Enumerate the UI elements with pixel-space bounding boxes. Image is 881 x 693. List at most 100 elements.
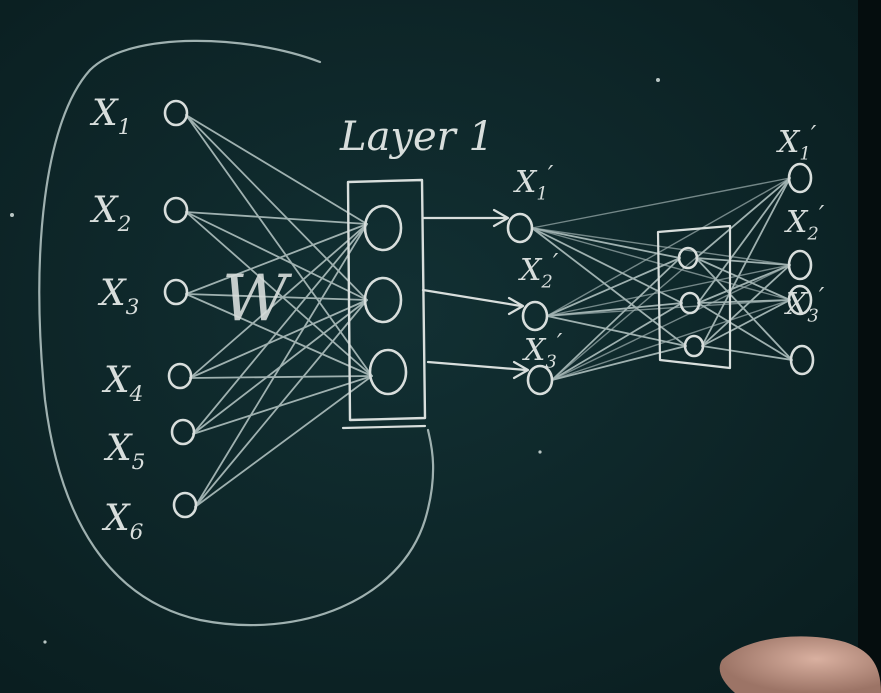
label-letter: X <box>784 287 809 322</box>
hidden2-node <box>679 291 701 315</box>
label-subscript: 6 <box>130 520 144 545</box>
connection-line <box>194 299 368 508</box>
connection-line <box>697 264 791 304</box>
output-node <box>789 344 815 376</box>
input-node <box>172 491 198 519</box>
chalk-speck <box>10 213 14 217</box>
connection-line <box>531 227 791 301</box>
connection-line <box>701 345 793 361</box>
connection-line <box>185 114 368 225</box>
connection-line <box>697 299 791 304</box>
layer1-box <box>346 178 427 422</box>
output-label: X2′ <box>784 201 825 245</box>
label-subscript: 3 <box>807 306 818 327</box>
label-subscript: 2 <box>117 212 132 237</box>
connection-line <box>695 257 793 361</box>
label-prime: ′ <box>548 161 554 189</box>
label-letter: X <box>518 253 543 288</box>
label-letter: X <box>101 498 131 539</box>
chalk-speck <box>43 640 47 644</box>
arrow-line <box>426 360 528 372</box>
connection-line <box>189 223 368 379</box>
connection-line <box>185 211 368 301</box>
label-letter: X <box>513 165 538 200</box>
connection-line <box>194 375 373 508</box>
connection-line <box>185 293 373 377</box>
connection-line <box>192 223 368 435</box>
label-subscript: 3 <box>545 352 556 373</box>
connection-line <box>546 177 791 317</box>
input-node <box>163 278 189 306</box>
label-letter: X <box>89 93 119 134</box>
input-label: X6 <box>101 498 144 545</box>
connection-line <box>701 264 791 347</box>
output-label: X3′ <box>784 283 825 327</box>
intermediate-node <box>506 212 534 244</box>
hidden2-node <box>683 334 705 358</box>
layer1-box-underline <box>341 424 427 430</box>
connection-line <box>551 345 687 381</box>
enclosing-loop <box>38 39 435 627</box>
intermediate-label: X2′ <box>518 249 559 293</box>
label-subscript: 1 <box>118 115 132 140</box>
label-subscript: 2 <box>540 272 552 293</box>
chalk-speck <box>538 450 542 454</box>
label-letter: X <box>103 428 133 469</box>
connection-line <box>551 299 791 381</box>
hidden-node <box>363 276 403 324</box>
input-label: X5 <box>103 428 145 475</box>
board-edge <box>858 0 881 693</box>
connection-line <box>185 223 368 295</box>
connection-line <box>531 177 791 229</box>
input-hidden-connections <box>185 114 373 508</box>
input-label: X2 <box>89 190 131 237</box>
label-subscript: 4 <box>129 382 144 407</box>
connection-line <box>701 177 791 347</box>
label-subscript: 2 <box>806 224 818 245</box>
connection-line <box>194 223 368 508</box>
intermediate-node <box>521 300 549 332</box>
connection-line <box>185 211 373 377</box>
label-subscript: 5 <box>132 450 146 475</box>
connection-line <box>546 264 791 317</box>
hand-shape <box>719 636 881 693</box>
label-letter: X <box>89 190 119 231</box>
intermediate-node <box>526 364 554 396</box>
connection-line <box>192 375 373 435</box>
connection-line <box>531 227 681 259</box>
output-node <box>787 284 813 316</box>
arrow-head <box>492 208 510 228</box>
label-subscript: 3 <box>126 295 140 320</box>
label-letter: X <box>776 125 801 160</box>
label-prime: ′ <box>557 329 563 357</box>
connection-line <box>189 299 368 379</box>
hidden2-node <box>677 246 699 270</box>
connection-line <box>185 114 368 301</box>
input-label: X4 <box>101 360 143 407</box>
arrow-head <box>512 360 530 380</box>
input-label: X3 <box>97 273 139 320</box>
connection-line <box>189 375 373 379</box>
label-letter: X <box>101 360 131 401</box>
input-label: X1 <box>89 93 131 140</box>
layer-output-arrows <box>421 208 530 380</box>
hidden-node <box>363 204 403 252</box>
arrow-head <box>507 296 525 316</box>
input-node <box>163 99 189 127</box>
intermediate-label: X3′ <box>522 329 563 373</box>
connection-line <box>695 177 791 259</box>
input-node <box>167 362 193 390</box>
layer-title: Layer 1 <box>339 114 494 160</box>
network-nodes <box>163 99 815 519</box>
connection-line <box>695 257 791 301</box>
hidden-node <box>368 348 408 396</box>
label-letter: X <box>97 273 127 314</box>
output-node <box>787 249 813 281</box>
connection-line <box>697 177 791 304</box>
connection-line <box>697 302 793 361</box>
connection-line <box>701 299 791 347</box>
label-letter: X <box>784 205 809 240</box>
connection-line <box>185 293 368 301</box>
